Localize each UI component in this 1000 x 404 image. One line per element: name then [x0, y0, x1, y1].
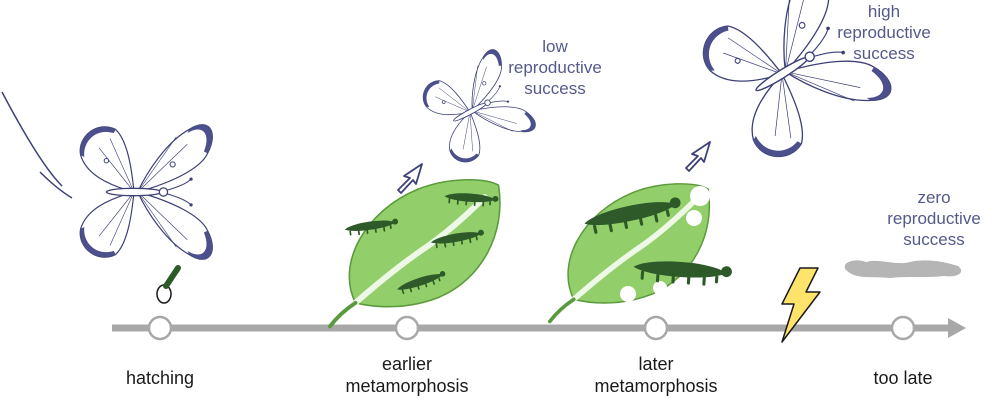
outcome-low-line: reproductive: [508, 58, 602, 77]
arrow-up-icon: [685, 141, 711, 172]
stage-line: metamorphosis: [345, 376, 469, 396]
stage-label-later: later metamorphosis: [586, 353, 726, 397]
stage-label-earlier: earlier metamorphosis: [337, 353, 477, 397]
outcome-high-line: reproductive: [837, 23, 931, 42]
stage-line: later: [638, 354, 674, 374]
leaf-bite: [653, 281, 667, 295]
butterfly-icon: [79, 124, 213, 260]
leaf-bite: [686, 210, 702, 226]
timeline-marker-later: [643, 315, 669, 341]
motion-arc: [1, 91, 63, 187]
timeline-marker-earlier: [394, 315, 420, 341]
outcome-zero-line: success: [903, 230, 965, 249]
timeline-marker-hatching: [147, 315, 173, 341]
dead-caterpillar-icon: [844, 260, 962, 278]
stage-label-hatching: hatching: [100, 367, 220, 389]
timeline-arrowhead: [948, 318, 966, 338]
arrow-up-icon: [397, 163, 423, 194]
stage-line: too late: [873, 368, 933, 388]
outcome-high-label: high reproductive success: [824, 1, 944, 64]
stage-line: earlier: [381, 354, 433, 374]
stage-line: hatching: [125, 368, 195, 388]
outcome-low-line: low: [542, 37, 568, 56]
lightning-icon: [781, 267, 821, 343]
leaf-bite: [620, 286, 636, 302]
stage-line: metamorphosis: [594, 376, 718, 396]
motion-arc: [39, 171, 73, 199]
stage-label-too-late: too late: [848, 367, 958, 389]
timeline-marker-too-late: [890, 315, 916, 341]
outcome-high-line: success: [853, 44, 915, 63]
outcome-zero-line: zero: [917, 188, 951, 207]
outcome-zero-line: reproductive: [887, 209, 981, 228]
outcome-high-line: high: [867, 2, 901, 21]
outcome-low-line: success: [524, 79, 586, 98]
leaf-bite: [690, 186, 710, 206]
outcome-zero-label: zero reproductive success: [872, 187, 996, 250]
caterpillar-icon: [163, 265, 181, 289]
outcome-low-label: low reproductive success: [500, 36, 610, 99]
